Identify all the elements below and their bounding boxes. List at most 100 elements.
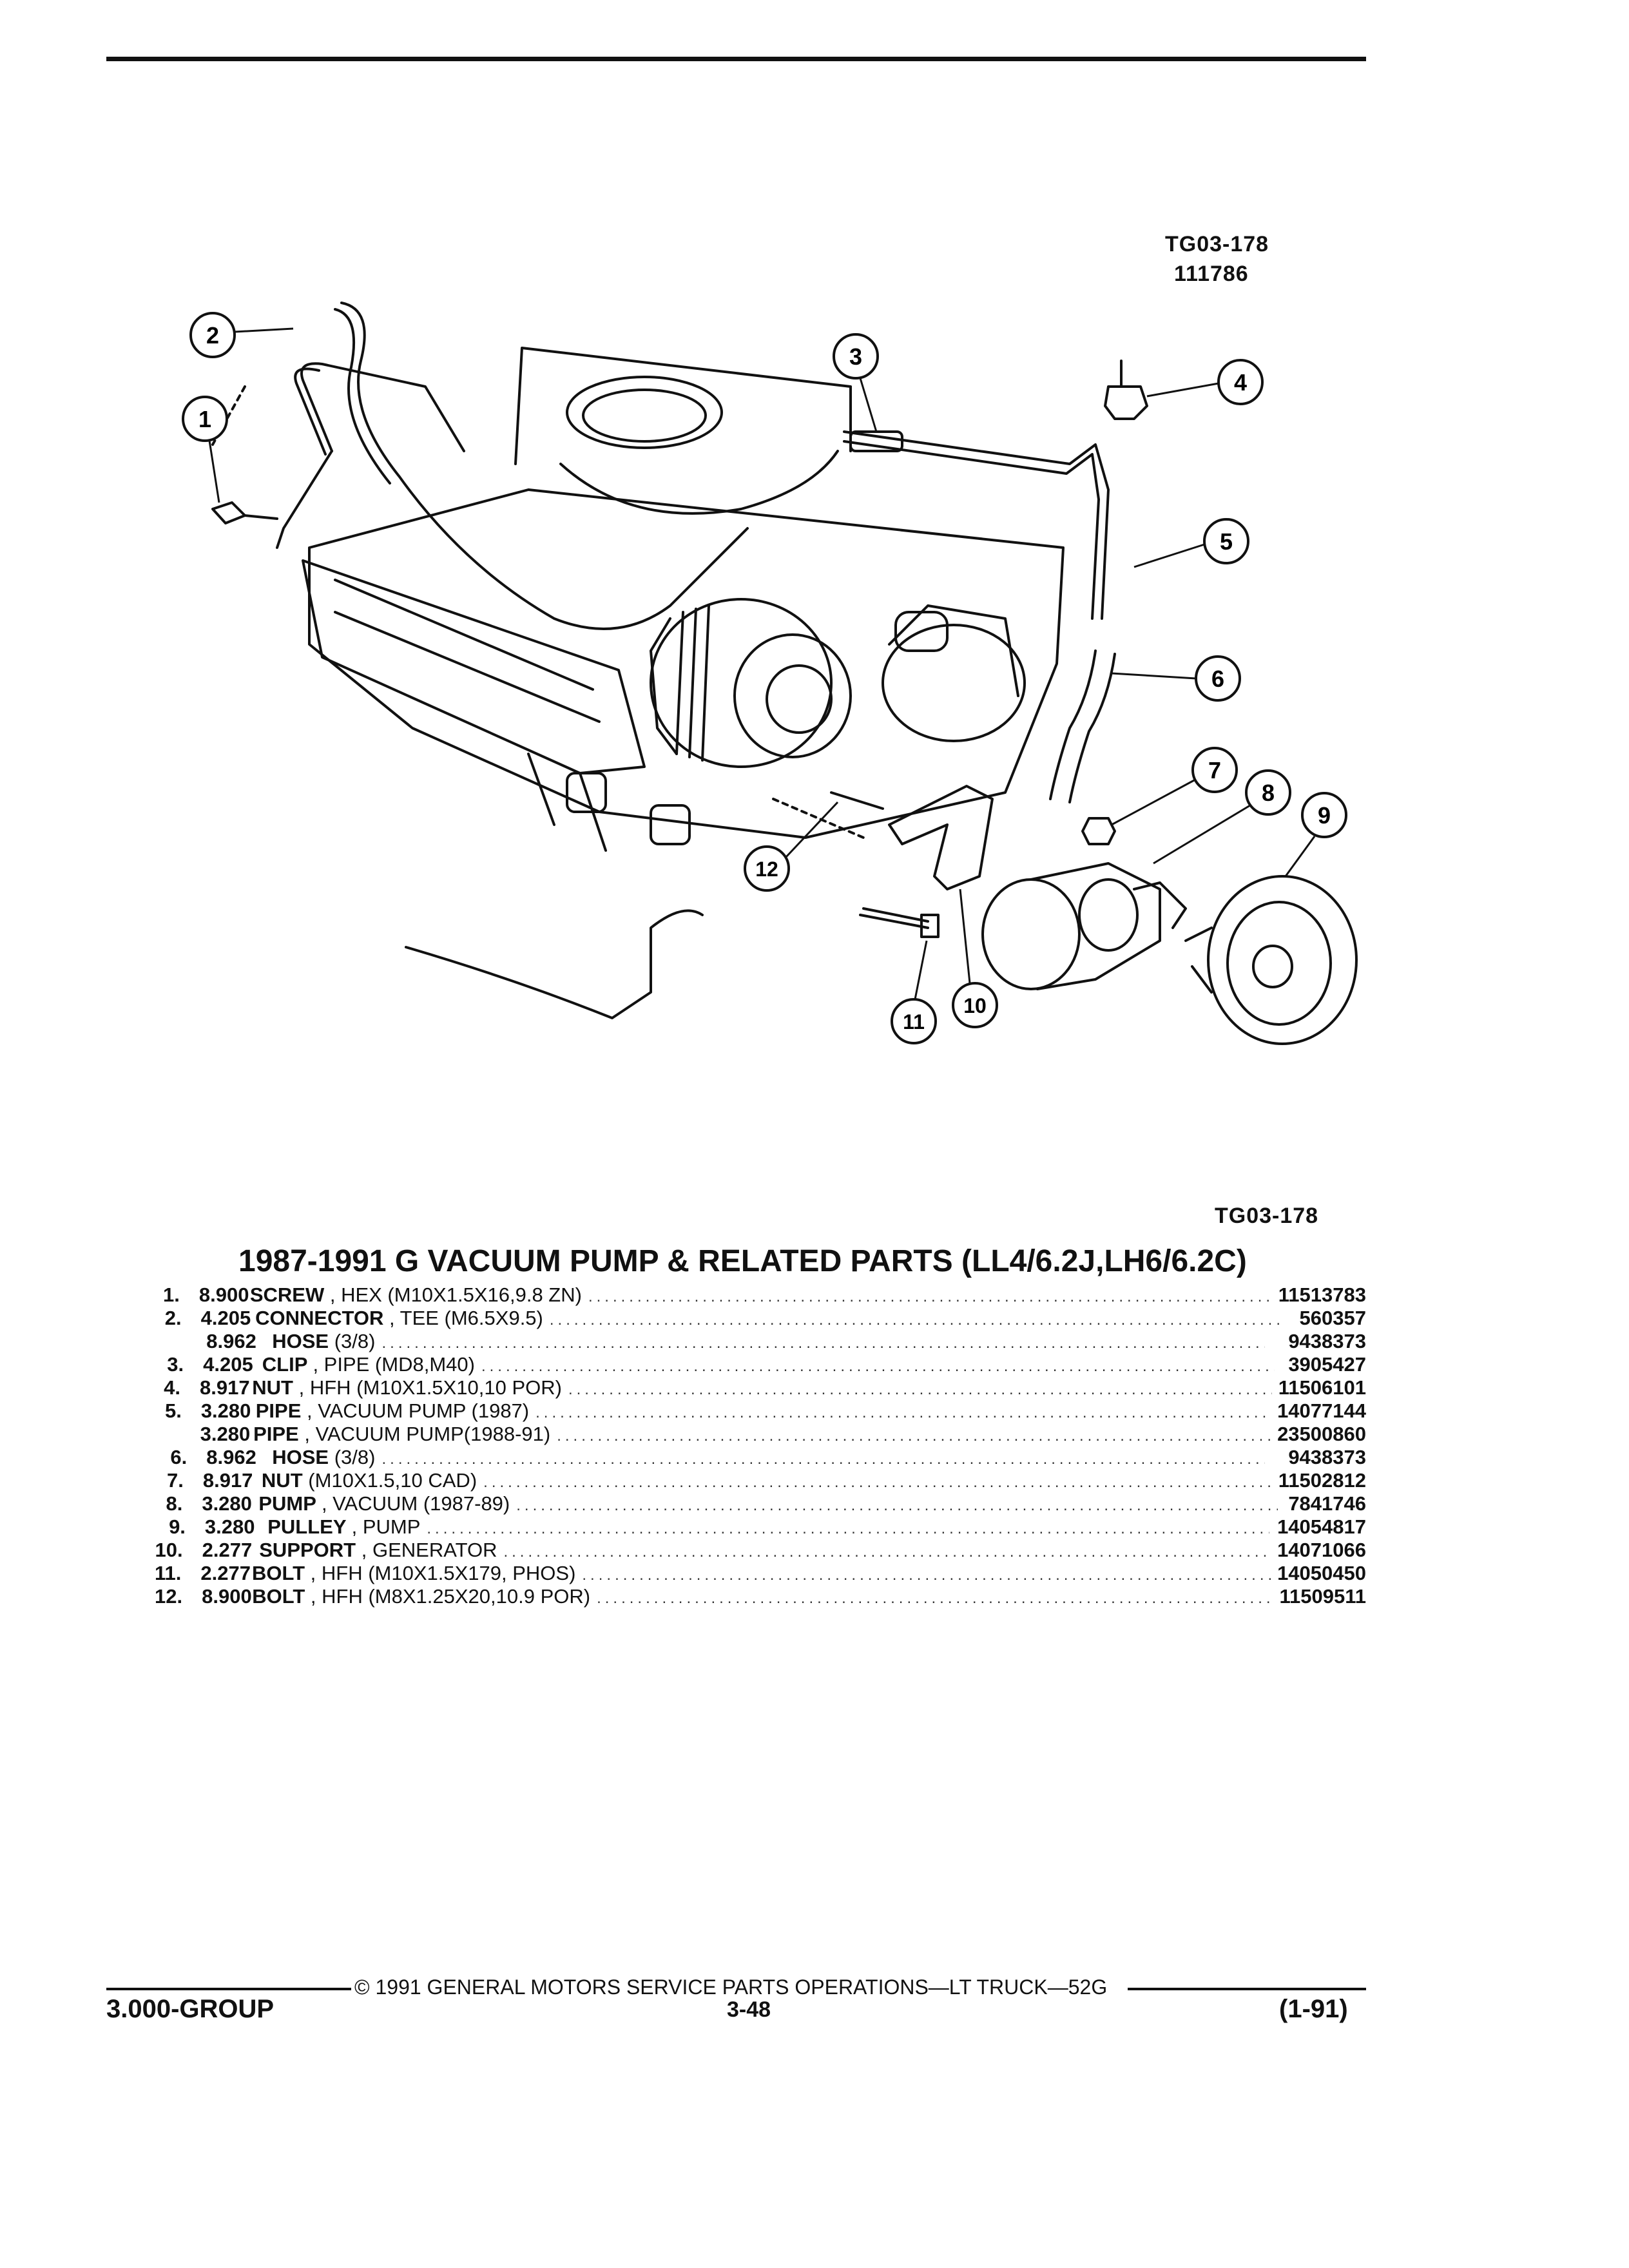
item-name: PIPE [255, 1399, 302, 1422]
item-part-number: 14077144 [1277, 1399, 1366, 1422]
item-code: 8.917 [202, 1469, 253, 1492]
item-number: 1. [163, 1283, 180, 1306]
item-description: HOSE (3/8) [272, 1446, 381, 1469]
item-name: SCREW [249, 1283, 325, 1306]
item-number: 10. [155, 1539, 183, 1561]
item-code: 8.900 [202, 1585, 252, 1608]
callout-4: 4 [1146, 359, 1264, 405]
footer-group: 3.000-GROUP [106, 1995, 275, 2023]
top-rule [106, 57, 1366, 61]
item-code: 3.280 [200, 1423, 251, 1445]
item-description: PIPE , VACUUM PUMP (1987) [256, 1399, 535, 1423]
item-part-number: 11509511 [1279, 1585, 1366, 1608]
parts-list-title: 1987-1991 G VACUUM PUMP & RELATED PARTS … [238, 1244, 1247, 1278]
item-detail: , PUMP [351, 1515, 421, 1538]
hose-6 [1049, 649, 1097, 800]
item-code: 2.277 [202, 1539, 253, 1561]
leader-dots: ........................................… [535, 1404, 1271, 1421]
callout-9: 9 [1284, 792, 1347, 877]
item-number: 11. [155, 1562, 182, 1584]
item-part-number: 11513783 [1278, 1283, 1366, 1306]
item-detail: , HFH (M10X1.5X179, PHOS) [310, 1562, 576, 1584]
support-generator [888, 785, 994, 890]
item-detail: , PIPE (MD8,M40) [313, 1353, 475, 1376]
leader-dots: ........................................… [549, 1311, 1281, 1329]
item-code: 8.962 [206, 1446, 256, 1468]
item-description: BOLT , HFH (M8X1.25X20,10.9 POR) [252, 1585, 597, 1608]
leader-dots: ........................................… [588, 1288, 1272, 1305]
item-part-number: 14054817 [1277, 1515, 1366, 1538]
item-name: HOSE [272, 1330, 329, 1352]
callout-7: 7 [1111, 747, 1238, 826]
callout-8: 8 [1153, 769, 1291, 865]
item-name: HOSE [272, 1446, 329, 1468]
item-name: PUMP [258, 1492, 316, 1515]
svg-text:6: 6 [1211, 666, 1224, 692]
item-code: 8.917 [200, 1376, 250, 1399]
item-number: 2. [164, 1307, 182, 1329]
item-name: BOLT [251, 1562, 305, 1584]
item-code: 8.900 [198, 1283, 249, 1306]
item-detail: (3/8) [334, 1330, 376, 1352]
callout-10: 10 [952, 889, 998, 1028]
svg-text:4: 4 [1234, 369, 1247, 396]
svg-text:7: 7 [1208, 757, 1221, 783]
callout-2: 2 [189, 312, 294, 358]
item-number: 3. [167, 1353, 184, 1376]
item-description: BOLT , HFH (M10X1.5X179, PHOS) [252, 1562, 582, 1585]
engine-block [308, 488, 1065, 839]
callout-1: 1 [182, 396, 228, 503]
pulley-9 [1184, 875, 1358, 1045]
page-number: 3-48 [727, 1997, 771, 2022]
item-code: 3.280 [204, 1515, 255, 1538]
svg-text:2: 2 [206, 322, 219, 349]
item-part-number: 14050450 [1277, 1562, 1366, 1584]
leader-dots: ........................................… [557, 1427, 1271, 1445]
item-name: PIPE [253, 1423, 299, 1445]
svg-text:8: 8 [1262, 780, 1275, 806]
callout-11: 11 [891, 940, 937, 1044]
item-code: 3.280 [200, 1399, 251, 1422]
svg-text:12: 12 [755, 858, 778, 881]
item-name: SUPPORT [259, 1539, 356, 1561]
callout-5: 5 [1133, 518, 1249, 568]
item-part-number: 23500860 [1277, 1423, 1366, 1445]
item-number: 8. [166, 1492, 183, 1515]
item-detail: , TEE (M6.5X9.5) [389, 1307, 543, 1329]
item-part-number: 11502812 [1278, 1469, 1366, 1492]
item-detail: , HFH (M8X1.25X20,10.9 POR) [310, 1585, 591, 1608]
valve-cover [302, 559, 646, 774]
item-description: SUPPORT , GENERATOR [259, 1539, 503, 1562]
item-part-number: 9438373 [1288, 1446, 1366, 1468]
figure-code-bottom: TG03-178 [1215, 1204, 1319, 1228]
item-description: CONNECTOR , TEE (M6.5X9.5) [255, 1307, 550, 1330]
bolt-11 [859, 907, 929, 929]
item-description: PIPE , VACUUM PUMP(1988-91) [253, 1423, 557, 1446]
item-number: 9. [169, 1515, 186, 1538]
screw-1 [211, 501, 278, 524]
item-code: 4.205 [200, 1307, 251, 1329]
item-part-number: 3905427 [1288, 1353, 1366, 1376]
item-part-number: 11506101 [1278, 1376, 1366, 1399]
nut-4 [1104, 385, 1148, 420]
callout-3: 3 [833, 333, 879, 432]
item-part-number: 14071066 [1277, 1539, 1366, 1561]
item-detail: , GENERATOR [361, 1539, 497, 1561]
svg-text:9: 9 [1318, 802, 1331, 829]
svg-text:5: 5 [1220, 528, 1233, 555]
item-name: NUT [252, 1376, 293, 1399]
vacuum-pump-illustration: 1 2 3 4 5 6 7 [182, 302, 1358, 1045]
item-name: CLIP [262, 1353, 307, 1376]
generator [650, 598, 852, 768]
item-description: PUMP , VACUUM (1987-89) [258, 1492, 516, 1515]
